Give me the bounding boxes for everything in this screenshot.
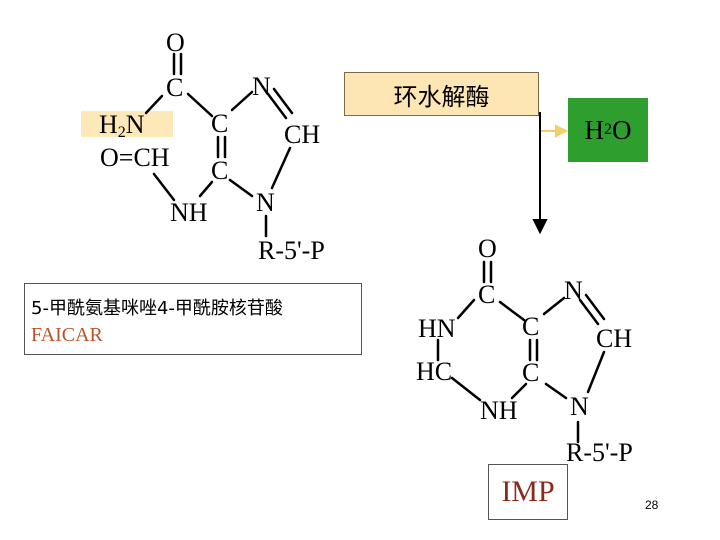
bond-imp-n-to-ch-double-b: [584, 293, 606, 321]
faicar-atom-c-lower: C: [211, 156, 229, 185]
imp-atom-c-upper: C: [522, 312, 540, 341]
bond-ch-to-n-lower: [270, 146, 292, 190]
bond-och-to-nh: [152, 172, 176, 202]
imp-atom-c-carbonyl: C: [478, 280, 496, 309]
bond-imp-c-to-c-upper: [498, 300, 526, 322]
bond-carbonyl-to-h2n: [144, 94, 164, 115]
imp-ribose-label: R-5'-P: [566, 438, 633, 467]
bond-imp-c-lower-to-nh: [510, 382, 528, 400]
faicar-abbreviation: FAICAR: [31, 324, 103, 346]
arrow-down-head: [532, 219, 548, 235]
faicar-atom-n-ring: N: [252, 72, 271, 101]
bond-imp-c-upper-to-n: [542, 296, 566, 316]
amide-highlight: [81, 111, 173, 137]
imp-label: IMP: [488, 464, 568, 520]
bond-imp-hc-to-nh: [450, 376, 482, 402]
faicar-atom-o-top: O: [166, 28, 185, 57]
faicar-name-box: 5-甲酰氨基咪唑4-甲酰胺核苷酸 FAICAR: [24, 283, 362, 355]
bond-imp-c-lower-to-n: [544, 382, 568, 400]
faicar-atom-h2n: H2N: [99, 110, 145, 141]
imp-atom-hn: HN: [418, 314, 456, 343]
bond-c-lower-to-n-lower: [228, 178, 254, 198]
arrow-to-water-head: [555, 124, 569, 138]
faicar-full-name: 5-甲酰氨基咪唑4-甲酰胺核苷酸: [31, 298, 283, 319]
bond-imp-c-to-hn: [456, 298, 476, 320]
bond-imp-ch-to-n: [586, 350, 606, 394]
imp-atom-nh: NH: [480, 396, 518, 425]
imp-atom-o-top: O: [478, 234, 497, 263]
imp-atom-ch: CH: [596, 324, 633, 353]
imp-atom-n-ring: N: [564, 276, 583, 305]
faicar-atom-c-carbonyl: C: [166, 73, 184, 102]
bond-imp-n-to-ch-double-a: [578, 298, 600, 326]
faicar-ribose-label: R-5'-P: [258, 236, 325, 265]
faicar-atom-c-upper: C: [211, 109, 229, 138]
imp-atom-n-lower: N: [570, 392, 589, 421]
page-number: 28: [645, 498, 659, 512]
bond-n-to-ch-double-a: [266, 92, 288, 120]
bond-c-lower-to-nh: [198, 180, 214, 198]
bond-c-upper-to-n: [230, 90, 254, 112]
faicar-atom-o-ch: O=CH: [100, 143, 170, 172]
faicar-atom-ch: CH: [284, 120, 321, 149]
imp-atom-c-lower: C: [522, 358, 540, 387]
faicar-atom-nh: NH: [170, 198, 208, 227]
bond-n-to-ch-double-b: [272, 87, 294, 115]
bond-carbonyl-to-c-upper: [186, 92, 214, 118]
faicar-atom-n-lower: N: [256, 188, 275, 217]
imp-atom-hc: HC: [416, 357, 453, 386]
enzyme-label: 环水解酶: [344, 72, 539, 116]
